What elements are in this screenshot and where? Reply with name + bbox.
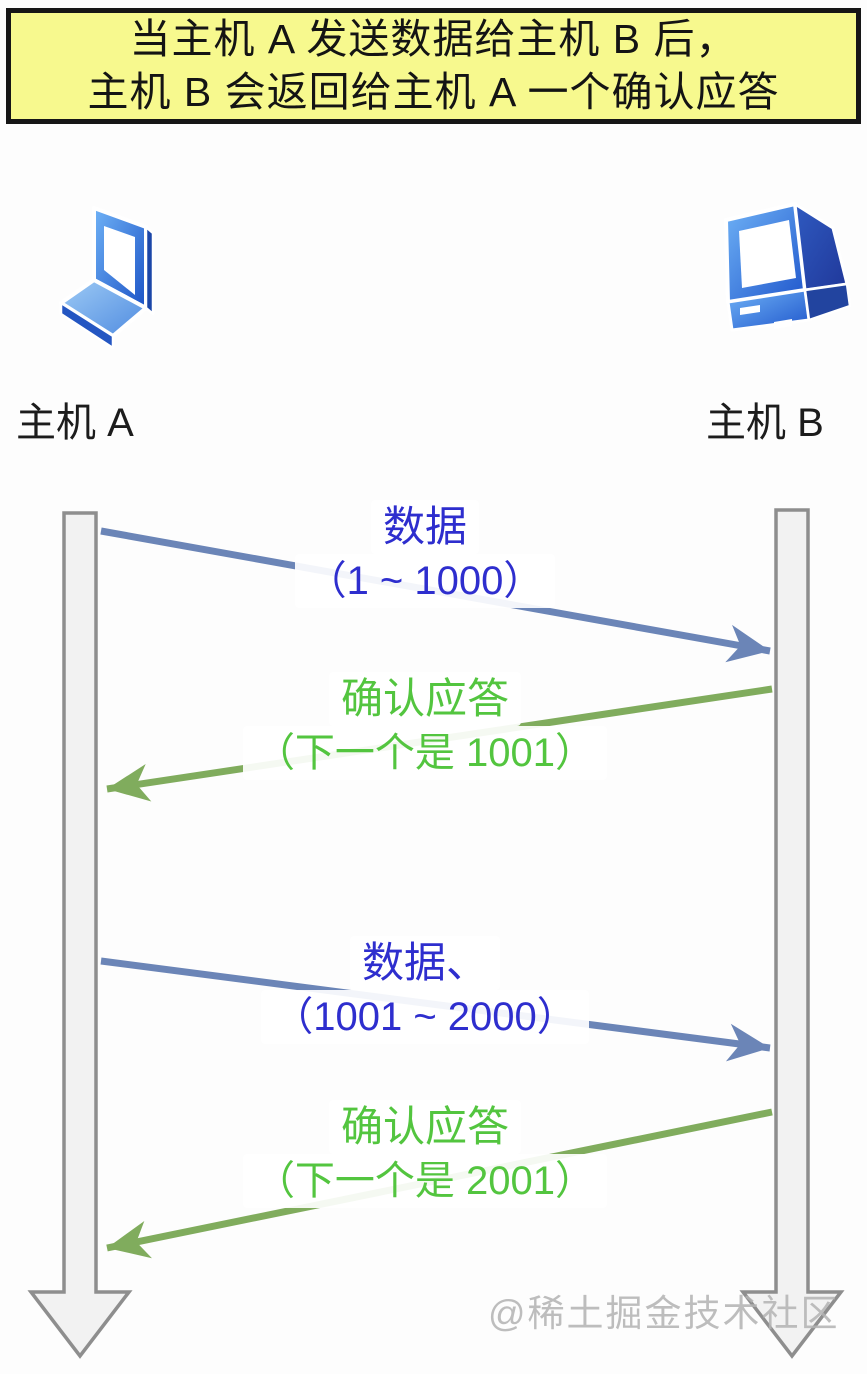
title-line-2: 主机 B 会返回给主机 A 一个确认应答 [87,69,780,115]
drive-slot-1 [740,305,760,315]
message-ack-1-label: 确认应答 （下一个是 1001） [175,672,675,780]
laptop-screen-edge [144,225,155,316]
base-side [803,282,852,322]
data-2-range: （1001 ~ 2000） [261,990,589,1044]
data-1-title: 数据 [370,500,479,554]
ack-1-range: （下一个是 1001） [242,726,608,780]
timeline-host-b [739,508,845,1359]
message-data-2-label: 数据、 （1001 ~ 2000） [175,936,675,1044]
message-ack-2-label: 确认应答 （下一个是 2001） [175,1100,675,1208]
host-a-label: 主机 A [16,401,134,445]
message-data-1-label: 数据 （1 ~ 1000） [175,500,675,608]
ack-2-title: 确认应答 [328,1100,521,1154]
drive-slot-2 [774,319,792,329]
timeline-host-a [27,511,133,1359]
data-2-title: 数据、 [349,936,500,990]
title-line-1: 当主机 A 发送数据给主机 B 后， [129,16,738,62]
host-b-label: 主机 B [706,401,824,445]
laptop-icon [59,206,155,350]
title-banner: 当主机 A 发送数据给主机 B 后， 主机 B 会返回给主机 A 一个确认应答 [6,8,861,124]
desktop-computer-icon [724,202,852,332]
laptop-screen-hole [104,226,135,295]
monitor-screen [739,220,796,288]
ack-1-title: 确认应答 [328,672,521,726]
data-1-range: （1 ~ 1000） [294,554,556,608]
watermark-text: @稀土掘金技术社区 [488,1293,840,1334]
ack-2-range: （下一个是 2001） [242,1154,608,1208]
laptop-base-edge [59,301,115,350]
